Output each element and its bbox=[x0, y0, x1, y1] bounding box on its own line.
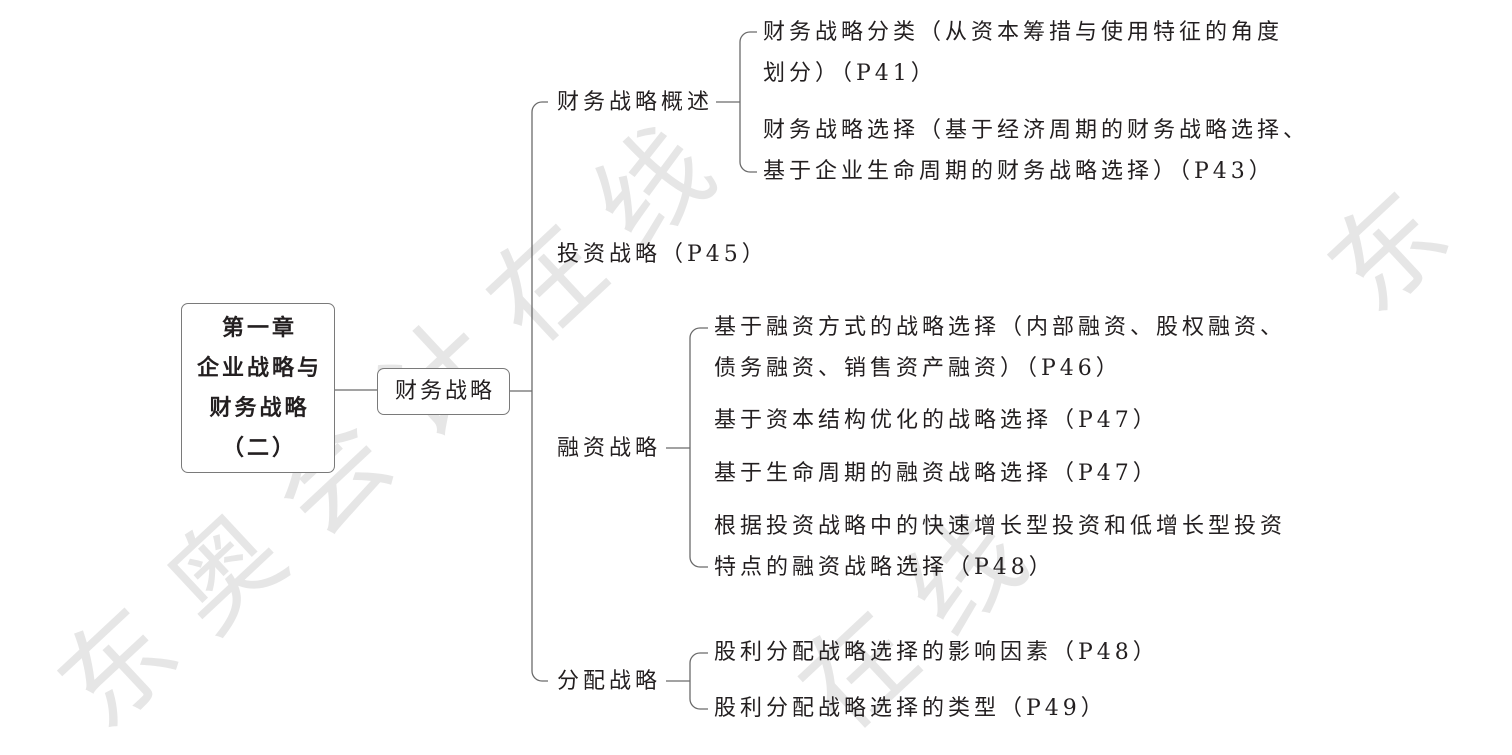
leaf-line: 基于生命周期的融资战略选择（P47） bbox=[714, 461, 1159, 486]
leaf-line: 财务战略分类（从资本筹措与使用特征的角度 bbox=[763, 20, 1284, 45]
root-title-line: 企业战略与 bbox=[196, 356, 322, 381]
leaf-node: 财务战略选择（基于经济周期的财务战略选择、 基于企业生命周期的财务战略选择）（P… bbox=[763, 110, 1309, 192]
leaf-node: 根据投资战略中的快速增长型投资和低增长型投资 特点的融资战略选择（P48） bbox=[714, 506, 1286, 588]
leaf-line: 基于融资方式的战略选择（内部融资、股权融资、 bbox=[714, 315, 1287, 340]
topic-node: 财务战略 bbox=[377, 368, 510, 415]
financing-bracket bbox=[689, 327, 708, 568]
branch-label-overview: 财务战略概述 bbox=[557, 90, 714, 115]
root-title-line: 第一章 bbox=[221, 316, 297, 341]
chapter-root-node: 第一章 企业战略与 财务战略 （二） bbox=[181, 303, 335, 473]
branch-label-financing: 融资战略 bbox=[557, 436, 662, 461]
branch-label-distribution: 分配战略 bbox=[557, 669, 662, 694]
leaf-node: 基于资本结构优化的战略选择（P47） bbox=[714, 400, 1159, 441]
leaf-node: 财务战略分类（从资本筹措与使用特征的角度 划分）（P41） bbox=[763, 12, 1283, 94]
leaf-line: 财务战略选择（基于经济周期的财务战略选择、 bbox=[763, 118, 1310, 143]
trunk-bracket bbox=[531, 101, 548, 682]
root-title-line: （二） bbox=[221, 436, 297, 461]
leaf-line: 基于企业生命周期的财务战略选择）（P43） bbox=[763, 159, 1275, 184]
leaf-line: 基于资本结构优化的战略选择（P47） bbox=[714, 408, 1159, 433]
topic-label: 财务战略 bbox=[394, 379, 495, 404]
leaf-node: 股利分配战略选择的影响因素（P48） bbox=[714, 632, 1159, 673]
distribution-bracket bbox=[689, 652, 708, 710]
leaf-line: 根据投资战略中的快速增长型投资和低增长型投资 bbox=[714, 514, 1287, 539]
overview-bracket bbox=[739, 31, 757, 173]
leaf-node: 基于融资方式的战略选择（内部融资、股权融资、 债务融资、销售资产融资）（P46） bbox=[714, 307, 1286, 389]
root-title-line: 财务战略 bbox=[209, 396, 310, 421]
leaf-node: 股利分配战略选择的类型（P49） bbox=[714, 688, 1107, 729]
leaf-node: 基于生命周期的融资战略选择（P47） bbox=[714, 453, 1159, 494]
leaf-line: 划分）（P41） bbox=[763, 61, 937, 86]
leaf-line: 特点的融资战略选择（P48） bbox=[714, 555, 1055, 580]
leaf-line: 股利分配战略选择的类型（P49） bbox=[714, 696, 1107, 721]
leaf-line: 债务融资、销售资产融资）（P46） bbox=[714, 356, 1122, 381]
branch-label-investment: 投资战略（P45） bbox=[557, 242, 768, 267]
leaf-line: 股利分配战略选择的影响因素（P48） bbox=[714, 640, 1159, 665]
